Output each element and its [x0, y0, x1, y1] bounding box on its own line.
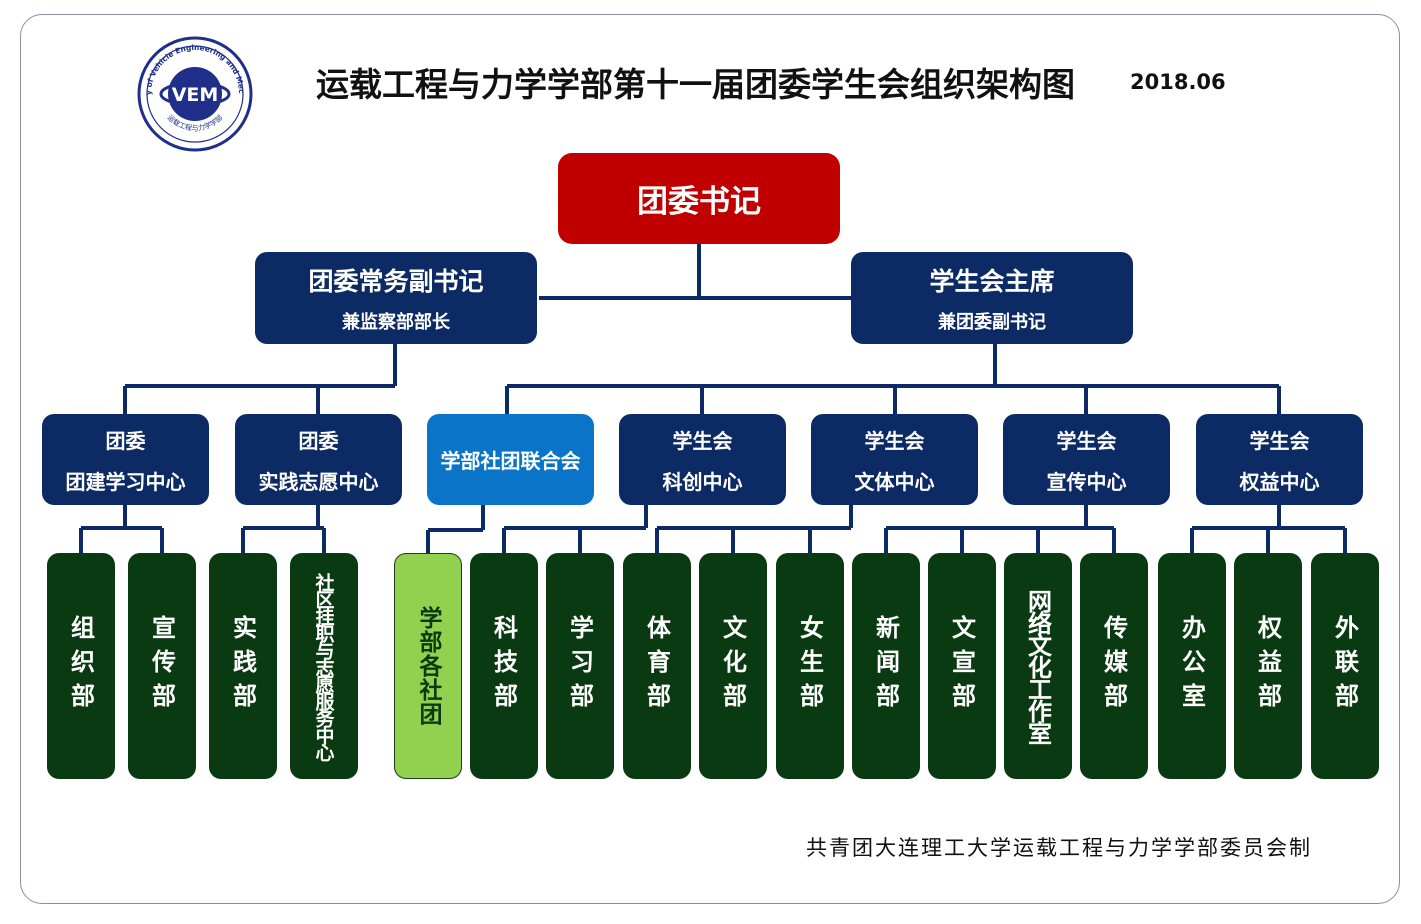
dept-box-11: 新闻部 — [852, 553, 920, 779]
center-5-line2: 文体中心 — [854, 469, 935, 494]
dept-15-label: 办公室 — [1177, 615, 1206, 717]
dept-9-label: 文化部 — [718, 615, 747, 717]
dept-17-label: 外联部 — [1330, 615, 1359, 717]
center-2-line2: 实践志愿中心 — [258, 469, 379, 494]
center-box-4: 学生会 科创中心 — [619, 414, 786, 505]
deputy-box-right: 学生会主席 兼团委副书记 — [851, 252, 1133, 344]
dept-2-label: 宣传部 — [147, 615, 176, 717]
connector-center-4 — [502, 505, 648, 553]
dept-3-label: 实践部 — [228, 615, 257, 717]
connector-center-2 — [241, 505, 326, 553]
dept-4-label: 社区挂职与志愿服务中心 — [312, 572, 335, 760]
dept-11-label: 新闻部 — [871, 615, 900, 717]
footer-credit: 共青团大连理工大学运载工程与力学学部委员会制 — [806, 836, 1312, 860]
deputy-right-subtitle: 兼团委副书记 — [938, 312, 1046, 333]
deputy-box-left: 团委常务副书记 兼监察部部长 — [255, 252, 537, 344]
dept-box-5: 学部各社团 — [394, 553, 462, 779]
center-box-7: 学生会 权益中心 — [1196, 414, 1363, 505]
dept-16-label: 权益部 — [1253, 615, 1282, 717]
center-6-line2: 宣传中心 — [1046, 469, 1127, 494]
deputy-right-title: 学生会主席 — [929, 267, 1055, 296]
deputy-left-title: 团委常务副书记 — [308, 267, 484, 296]
center-6-line1: 学生会 — [1056, 428, 1117, 453]
center-box-1: 团委 团建学习中心 — [42, 414, 209, 505]
dept-box-9: 文化部 — [699, 553, 767, 779]
connector-center-5 — [655, 505, 853, 553]
center-4-line2: 科创中心 — [662, 469, 743, 494]
top-box-label: 团委书记 — [637, 184, 761, 220]
dept-box-16: 权益部 — [1234, 553, 1302, 779]
connector-top-deputies — [539, 244, 851, 300]
center-box-5: 学生会 文体中心 — [811, 414, 978, 505]
dept-box-14: 传媒部 — [1080, 553, 1148, 779]
dept-box-3: 实践部 — [209, 553, 277, 779]
center-box-3: 学部社团联合会 — [427, 414, 594, 505]
dept-box-13: 网络文化工作室 — [1004, 553, 1072, 779]
dept-8-label: 体育部 — [642, 615, 671, 717]
dept-13-label: 网络文化工作室 — [1023, 589, 1052, 743]
center-7-line1: 学生会 — [1249, 428, 1310, 453]
connector-center-1 — [79, 505, 164, 553]
dept-box-6: 科技部 — [470, 553, 538, 779]
dept-14-label: 传媒部 — [1099, 615, 1128, 717]
center-box-6: 学生会 宣传中心 — [1003, 414, 1170, 505]
center-box-2: 团委 实践志愿中心 — [235, 414, 402, 505]
dept-box-4: 社区挂职与志愿服务中心 — [290, 553, 358, 779]
connector-left-deputy — [123, 344, 397, 414]
center-7-line2: 权益中心 — [1239, 469, 1320, 494]
connector-center-3 — [426, 505, 485, 553]
logo-mark: VEM — [172, 84, 219, 106]
dept-5-label: 学部各社团 — [415, 606, 441, 726]
center-4-line1: 学生会 — [672, 428, 733, 453]
diagram-frame — [20, 14, 1400, 904]
page-title: 运载工程与力学学部第十一届团委学生会组织架构图 — [316, 65, 1075, 104]
center-2-line1: 团委 — [298, 428, 339, 453]
center-3-line1: 学部社团联合会 — [440, 449, 581, 473]
dept-10-label: 女生部 — [795, 615, 824, 717]
connector-center-7 — [1190, 505, 1347, 553]
dept-6-label: 科技部 — [489, 615, 518, 717]
dept-box-10: 女生部 — [776, 553, 844, 779]
title-date: 2018.06 — [1130, 70, 1226, 94]
dept-box-8: 体育部 — [623, 553, 691, 779]
dept-7-label: 学习部 — [565, 615, 594, 717]
faculty-logo: Faculty of Vehicle Engineering and Mecha… — [137, 36, 253, 152]
dept-box-12: 文宣部 — [928, 553, 996, 779]
center-5-line1: 学生会 — [864, 428, 925, 453]
connector-center-6 — [884, 505, 1116, 553]
deputy-left-subtitle: 兼监察部部长 — [342, 312, 450, 333]
center-1-line1: 团委 — [105, 428, 146, 453]
dept-1-label: 组织部 — [66, 615, 95, 717]
center-1-line2: 团建学习中心 — [65, 469, 186, 494]
dept-box-2: 宣传部 — [128, 553, 196, 779]
dept-12-label: 文宣部 — [947, 615, 976, 717]
dept-box-1: 组织部 — [47, 553, 115, 779]
dept-box-17: 外联部 — [1311, 553, 1379, 779]
connector-right-deputy — [505, 344, 1281, 414]
dept-box-15: 办公室 — [1158, 553, 1226, 779]
top-box-secretary: 团委书记 — [558, 153, 840, 244]
dept-box-7: 学习部 — [546, 553, 614, 779]
